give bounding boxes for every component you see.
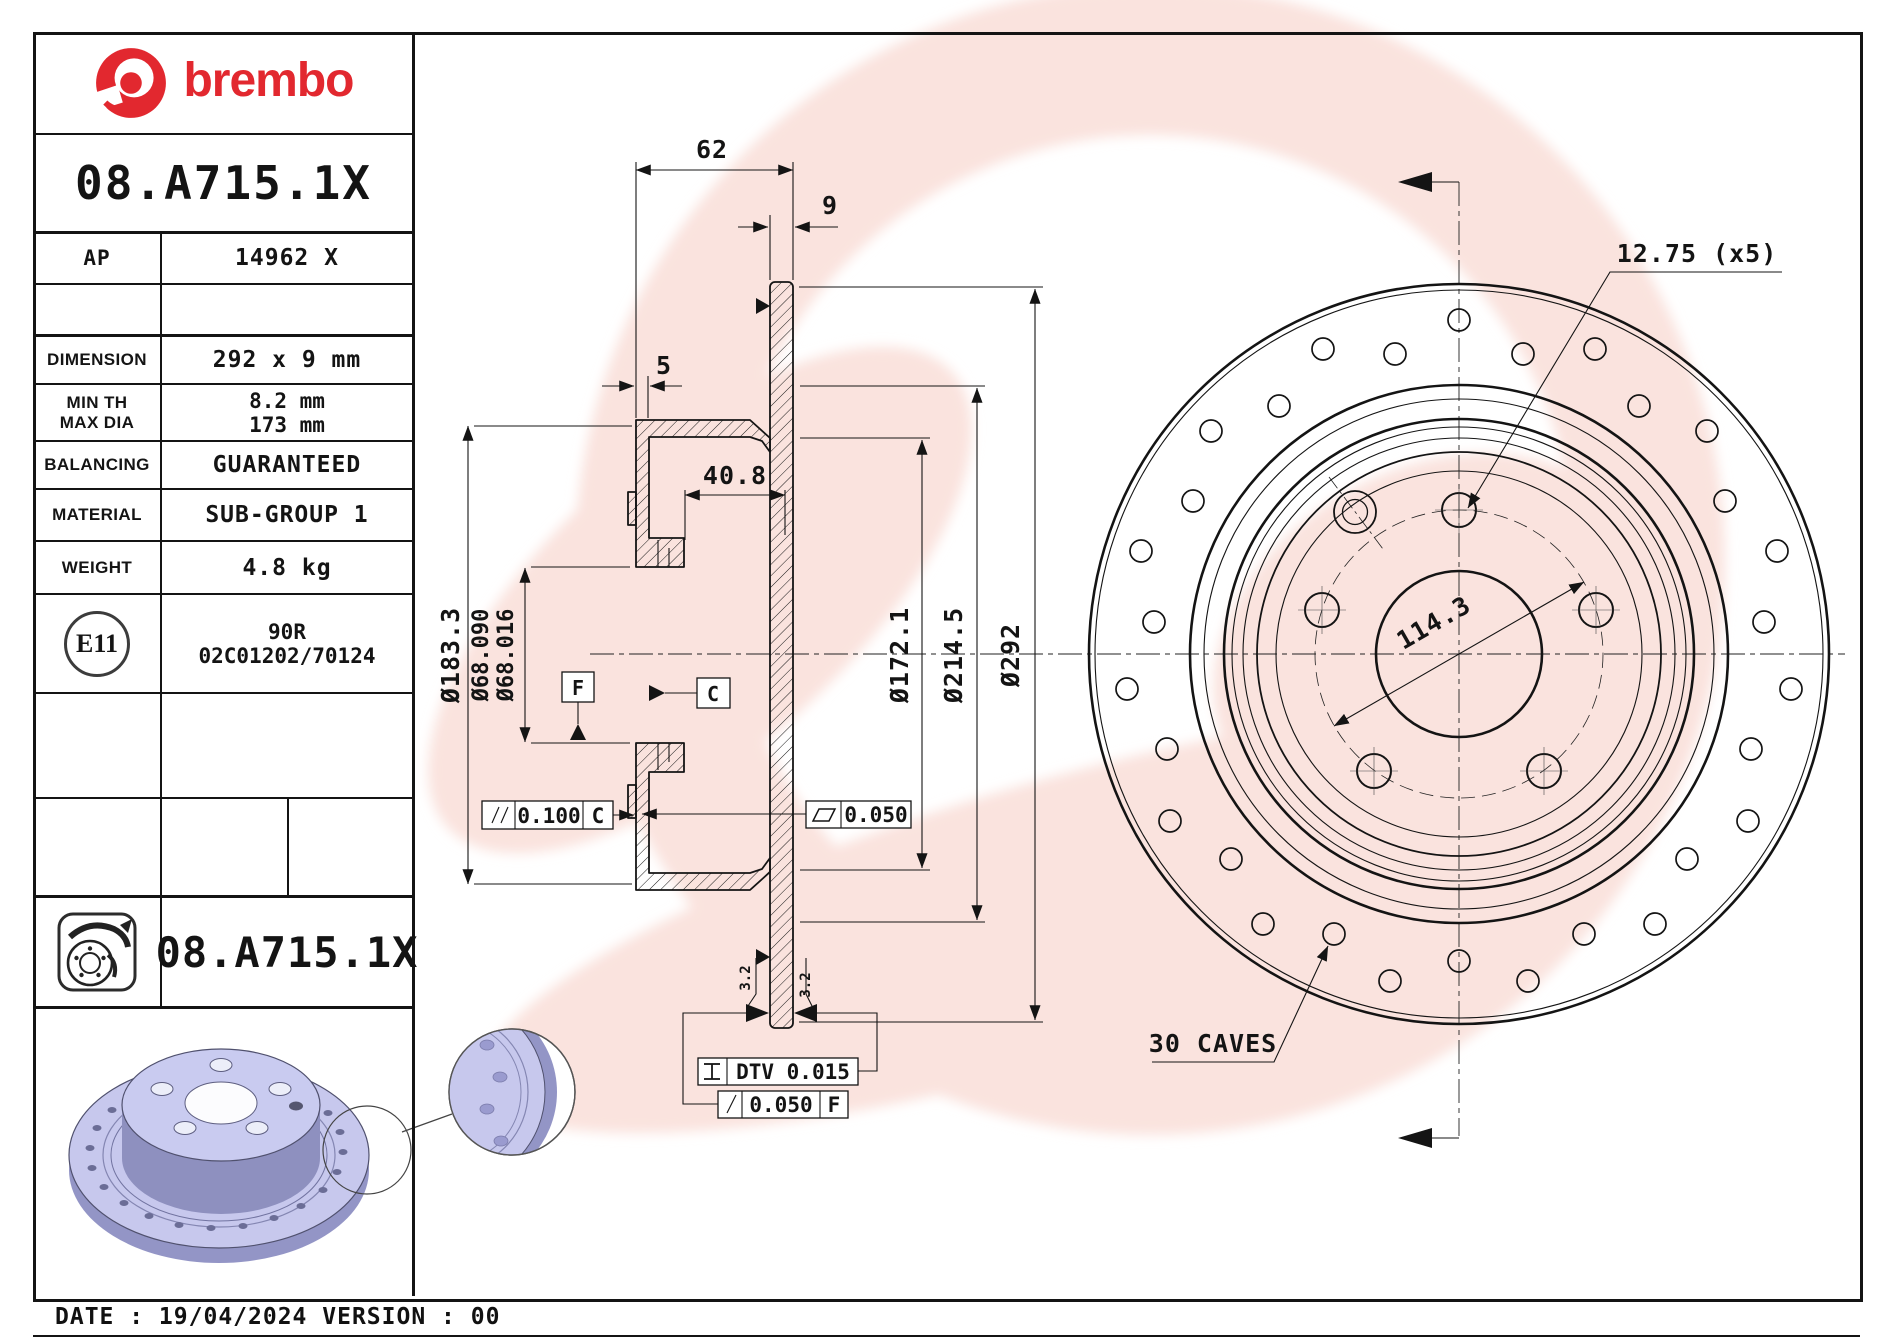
- spec-minmax-labels: MIN TH MAX DIA: [36, 385, 158, 440]
- spec-minth-label: MIN TH: [66, 392, 128, 412]
- date-version-line: DATE : 19/04/2024 VERSION : 00: [55, 1304, 501, 1330]
- runout-datum: F: [828, 1093, 841, 1117]
- cross-section-view: 62 9 5 40.8 Ø183.3 Ø68.090 Ø68.016 Ø172.…: [436, 135, 1043, 1119]
- disc-icon-cell: [36, 898, 158, 1006]
- dim-bore-max: Ø68.090: [469, 609, 494, 703]
- spec-maxdia-value: 173 mm: [249, 412, 325, 437]
- column-divider: [287, 797, 289, 897]
- row-line: [33, 895, 414, 898]
- spec-dimension-value: 292 x 9 mm: [212, 347, 362, 373]
- row-line: [33, 1006, 414, 1009]
- roughness-marks: 3.2 3.2: [738, 958, 814, 1007]
- spec-weight-value: 4.8 kg: [242, 554, 332, 581]
- row-line: [33, 593, 414, 595]
- bolt-hole-label: 12.75 (x5): [1467, 239, 1782, 509]
- spec-minmax-values: 8.2 mm 173 mm: [162, 385, 412, 440]
- svg-text:F: F: [572, 676, 584, 700]
- homologation-cell: 90R 02C01202/70124: [162, 595, 412, 692]
- row-line: [33, 334, 414, 337]
- row-line: [33, 283, 414, 285]
- row-line: [33, 488, 414, 490]
- drilled-holes: [1115, 308, 1803, 993]
- dim-flange-thickness: 5: [656, 351, 672, 380]
- caves-label: 30 CAVES: [1149, 945, 1329, 1063]
- dim-hat-outer-dia: Ø183.3: [436, 607, 465, 704]
- e11-badge: E11: [64, 610, 130, 677]
- section-arrows: [1398, 172, 1459, 1148]
- panel-right-border: [412, 32, 415, 1296]
- brand-header: brembo: [36, 35, 411, 131]
- spec-material-label: MATERIAL: [52, 505, 142, 524]
- svg-text:3.2: 3.2: [738, 965, 754, 990]
- homologation-line1: 90R: [268, 619, 306, 644]
- spec-weight-label: WEIGHT: [61, 557, 133, 577]
- datum-c: C: [649, 677, 731, 709]
- render-bolt-holes: [150, 1058, 292, 1135]
- friction-marker-top: [756, 298, 770, 314]
- homologation-line2: 02C01202/70124: [198, 643, 376, 668]
- row-line: [33, 540, 414, 542]
- row-line: [33, 231, 414, 234]
- svg-text:C: C: [707, 682, 719, 706]
- spec-minth-value: 8.2 mm: [249, 388, 325, 413]
- e11-mark-cell: E11: [36, 595, 158, 692]
- column-divider: [160, 231, 162, 1008]
- svg-text:C: C: [592, 804, 605, 828]
- svg-text:30 CAVES: 30 CAVES: [1149, 1029, 1277, 1058]
- row-line: [33, 383, 414, 385]
- dim-drum-inner-dia: Ø172.1: [885, 607, 914, 704]
- dtv-runout-frames: DTV 0.015 0.050 F: [682, 1004, 878, 1119]
- spec-ap-label: AP: [83, 246, 111, 270]
- spec-maxdia-label: MAX DIA: [59, 412, 135, 432]
- dim-disc-thickness: 9: [822, 191, 838, 220]
- part-number: 08.A715.1X: [75, 156, 372, 210]
- spec-balancing-value: GUARANTEED: [212, 452, 362, 478]
- disc-circles: [1087, 282, 1831, 1026]
- 3d-render: [68, 1028, 576, 1263]
- dim-shoulder-dia: Ø214.5: [939, 607, 968, 704]
- flatness-tolerance-frame: 0.050: [641, 800, 912, 829]
- svg-text:12.75 (x5): 12.75 (x5): [1617, 239, 1778, 268]
- locating-hole: [1333, 490, 1377, 534]
- spec-ap-value: 14962 X: [235, 245, 339, 271]
- row-line: [33, 797, 414, 799]
- sheet-bottom-rule: [33, 1335, 1860, 1337]
- page-border: [33, 32, 1863, 1302]
- dim-hat-depth: 40.8: [703, 461, 767, 490]
- parallelism-tolerance-frame: 0.100 C: [481, 800, 635, 830]
- friction-marker-bottom: [756, 949, 770, 965]
- row-line: [33, 133, 414, 135]
- svg-text:0.100: 0.100: [517, 804, 580, 828]
- spec-balancing-label: BALANCING: [44, 455, 150, 474]
- datum-f: F: [561, 671, 595, 740]
- runout-value: 0.050: [749, 1093, 812, 1117]
- brembo-logo-icon: [96, 48, 167, 118]
- spec-material-value: SUB-GROUP 1: [205, 502, 369, 528]
- dim-overall-width: 62: [696, 135, 728, 164]
- dim-outer-dia: Ø292: [996, 623, 1025, 688]
- brand-wordmark: brembo: [183, 53, 354, 107]
- row-line: [33, 440, 414, 442]
- front-view: 114.3 12.75 (x5) 30 CAVES: [1087, 172, 1831, 1148]
- footer-part-number: 08.A715.1X: [155, 927, 419, 977]
- brake-disc-icon: [57, 912, 137, 992]
- detail-bubble: [322, 1028, 576, 1195]
- svg-text:0.050: 0.050: [844, 803, 907, 827]
- svg-text:3.2: 3.2: [798, 972, 814, 997]
- dtv-value: DTV 0.015: [736, 1060, 850, 1084]
- dim-bore-min: Ø68.016: [494, 609, 519, 703]
- row-line: [33, 692, 414, 694]
- spec-dimension-label: DIMENSION: [47, 350, 147, 369]
